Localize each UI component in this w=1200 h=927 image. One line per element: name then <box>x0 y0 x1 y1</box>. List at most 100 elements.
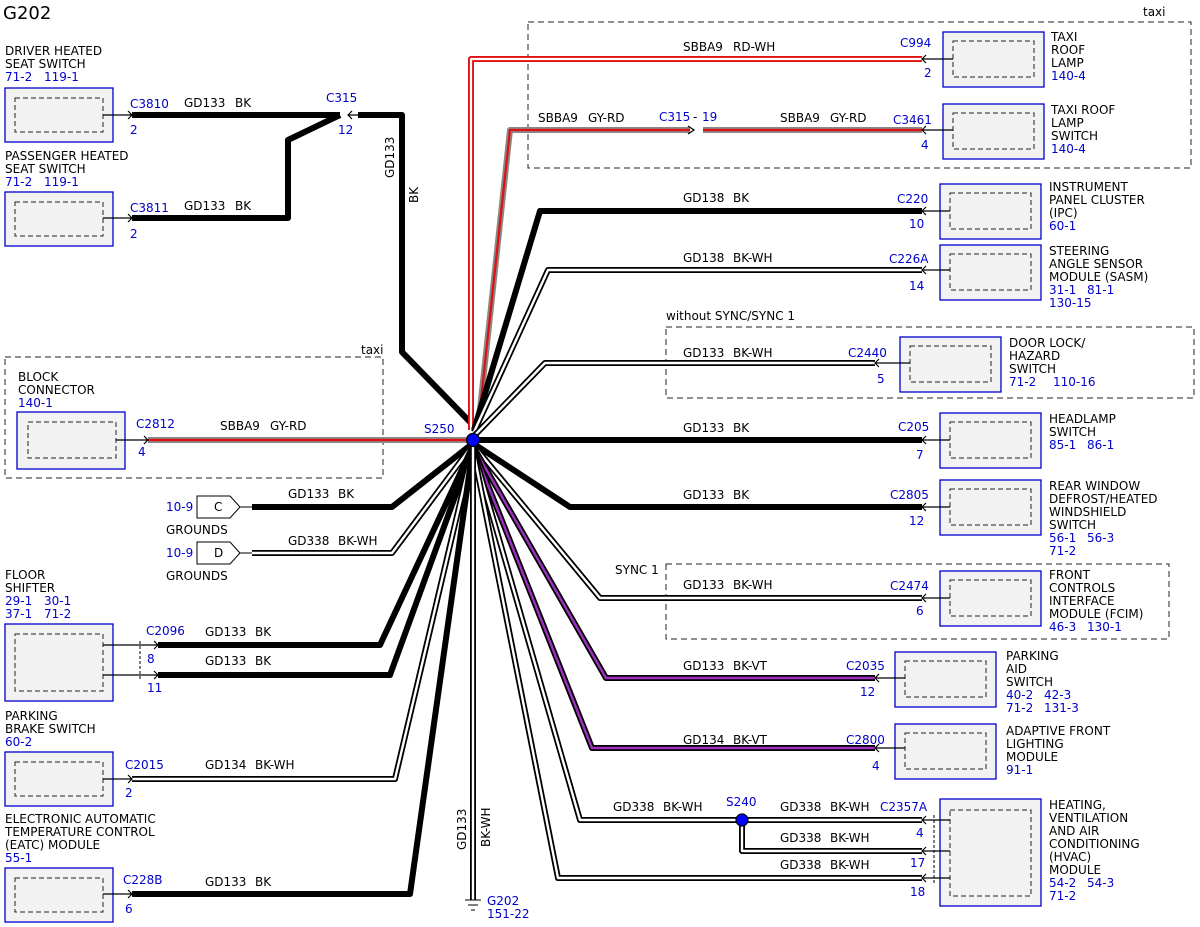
wire-label-circuit: GD133 <box>205 875 246 889</box>
rear-defrost-ref-2: 56-3 <box>1087 531 1114 545</box>
wire-label-color: BK <box>235 96 252 110</box>
sync1-group-label: SYNC 1 <box>615 563 659 577</box>
wire-label-circuit: GD338 <box>780 858 821 872</box>
block-conn-name-2: CONNECTOR <box>18 383 95 397</box>
splice-s250-label: S250 <box>424 422 455 436</box>
driver-seat-box <box>4 87 114 143</box>
eatc-name-1: ELECTRONIC AUTOMATIC <box>5 812 156 826</box>
ipc-name-2: PANEL CLUSTER <box>1049 193 1145 207</box>
rear-defrost-name-4: SWITCH <box>1049 518 1096 532</box>
fcim-connector: C2474 <box>890 579 929 593</box>
wire-label-circuit: SBBA9 <box>683 40 723 54</box>
hvac-box <box>939 798 1042 907</box>
floor-shifter-name-1: FLOOR <box>5 568 45 582</box>
wire-rear-defrost <box>472 441 922 510</box>
eatc-box <box>4 867 114 923</box>
headlamp-pin: 7 <box>916 448 924 462</box>
wire-label-color: BK <box>407 186 421 203</box>
ground-c-flag-icon <box>196 495 241 519</box>
ipc-connector: C220 <box>897 192 928 206</box>
headlamp-ref-2: 86-1 <box>1087 438 1114 452</box>
pass-seat-ref-1: 71-2 <box>5 175 32 189</box>
pass-seat-ref-2: 119-1 <box>44 175 79 189</box>
wire-shifter-8 <box>158 446 475 648</box>
eatc-ref-1: 55-1 <box>5 851 32 865</box>
wire-label-circuit: GD133 <box>205 625 246 639</box>
ipc-name-3: (IPC) <box>1049 206 1078 220</box>
wire-label-circuit: GD133 <box>184 199 225 213</box>
hvac-pin-4-icon <box>921 815 950 825</box>
door-lock-name-3: SWITCH <box>1009 362 1056 376</box>
wire-label-color: BK <box>255 875 272 889</box>
wire-label-circuit: GD133 <box>455 809 469 850</box>
wire-label-color: GY-RD <box>270 419 307 433</box>
rear-defrost-name-1: REAR WINDOW <box>1049 479 1140 493</box>
c315-right-pin: 19 <box>702 110 717 124</box>
ground-c-ref: 10-9 <box>166 500 193 514</box>
floor-shifter-ref-1: 29-1 <box>5 594 32 608</box>
rear-defrost-pin-icon <box>921 502 950 512</box>
wire-label-circuit: SBBA9 <box>780 111 820 125</box>
pass-seat-name-1: PASSENGER HEATED <box>5 149 129 163</box>
taxi-roof-switch-pin: 4 <box>921 138 929 152</box>
wire-label-color: RD-WH <box>733 40 775 54</box>
parking-aid-name-2: AID <box>1006 662 1027 676</box>
parking-brake-name-1: PARKING <box>5 709 58 723</box>
taxi-roof-lamp-name-2: ROOF <box>1051 43 1085 57</box>
hvac-name-1: HEATING, <box>1049 798 1106 812</box>
diagram-title: G202 <box>3 3 51 24</box>
eatc-pin-icon <box>103 889 133 899</box>
floor-shifter-pin-b: 11 <box>147 681 162 695</box>
parking-brake-name-2: BRAKE SWITCH <box>5 722 96 736</box>
parking-aid-name-1: PARKING <box>1006 649 1059 663</box>
taxi-roof-switch-pin-icon <box>921 125 953 135</box>
pass-seat-name-2: SEAT SWITCH <box>5 162 86 176</box>
driver-seat-ref-2: 119-1 <box>44 70 79 84</box>
headlamp-box <box>939 412 1042 469</box>
taxi-group-top-label: taxi <box>1143 5 1166 19</box>
eatc-name-3: (EATC) MODULE <box>5 838 100 852</box>
headlamp-name-2: SWITCH <box>1049 425 1096 439</box>
fcim-box <box>939 570 1042 627</box>
fcim-name-3: INTERFACE <box>1049 594 1115 608</box>
afs-box <box>894 723 997 780</box>
afs-name-3: MODULE <box>1006 750 1058 764</box>
c315-right-connector: C315 <box>659 110 690 124</box>
wire-label-circuit: GD133 <box>683 488 724 502</box>
floor-shifter-name-2: SHIFTER <box>5 581 55 595</box>
eatc-pin: 6 <box>125 902 133 916</box>
wire-label-circuit: GD138 <box>683 251 724 265</box>
wire-label-color: BK-WH <box>338 534 378 548</box>
taxi-group-left-label: taxi <box>361 343 384 357</box>
ipc-pin: 10 <box>909 217 924 231</box>
hvac-name-4: CONDITIONING <box>1049 837 1140 851</box>
wire-label-color: BK-WH <box>255 758 295 772</box>
wire-label-color: BK-WH <box>830 858 870 872</box>
ground-c-letter: C <box>214 500 222 514</box>
wire-label-color: BK-WH <box>733 346 773 360</box>
wire-label-color: BK <box>255 625 272 639</box>
block-conn-connector: C2812 <box>136 417 175 431</box>
wire-label-color: BK <box>733 488 750 502</box>
wire-seat-trunk <box>358 112 475 427</box>
door-lock-pin-icon <box>874 358 910 368</box>
wire-label-color: BK <box>338 487 355 501</box>
wire-label-circuit: GD338 <box>780 831 821 845</box>
sasm-ref-1: 31-1 <box>1049 283 1076 297</box>
pass-seat-pin: 2 <box>130 227 138 241</box>
wire-label-circuit: GD133 <box>205 654 246 668</box>
hvac-name-6: MODULE <box>1049 863 1101 877</box>
wire-label-color: BK <box>733 421 750 435</box>
driver-seat-name-2: SEAT SWITCH <box>5 57 86 71</box>
floor-shifter-ref-4: 71-2 <box>44 607 71 621</box>
door-lock-ref-1: 71-2 <box>1009 375 1036 389</box>
driver-seat-pin: 2 <box>130 123 138 137</box>
door-lock-name-1: DOOR LOCK/ <box>1009 336 1086 350</box>
headlamp-ref-1: 85-1 <box>1049 438 1076 452</box>
wire-label-circuit: GD133 <box>184 96 225 110</box>
eatc-connector: C228B <box>123 873 163 887</box>
wire-label-circuit: GD138 <box>683 191 724 205</box>
sync1-group <box>665 563 1170 640</box>
fcim-name-2: CONTROLS <box>1049 581 1115 595</box>
door-lock-box <box>899 336 1002 393</box>
